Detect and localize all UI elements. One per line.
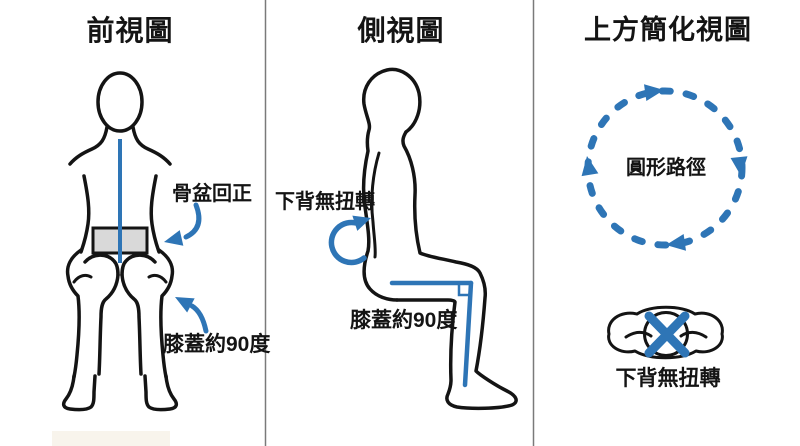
side-front-leg-outline	[395, 130, 518, 411]
front-thigh-right	[120, 253, 157, 277]
side-view-title: 側視圖	[357, 15, 445, 46]
front-shoulder-left	[68, 125, 109, 166]
knee-arrow-icon	[175, 297, 209, 334]
front-knee-label: 膝蓋約90度	[163, 333, 271, 356]
right-angle-90-marker	[389, 280, 474, 388]
path-arrowhead-top	[644, 84, 664, 102]
front-hip-crease-right	[147, 273, 168, 284]
front-head	[96, 71, 144, 133]
side-view-figure	[361, 67, 518, 411]
pelvis-arrow-icon	[164, 202, 202, 246]
path-arrowhead-bottom	[666, 233, 686, 251]
front-thigh-left	[83, 253, 120, 277]
side-knee-label: 膝蓋約90度	[350, 309, 458, 332]
watermark-smudge	[52, 431, 170, 446]
clavicle-line-right	[679, 330, 708, 339]
front-foot-right	[143, 374, 179, 412]
pelvis-label: 骨盆回正	[172, 183, 252, 205]
clavicle-line-left	[624, 330, 653, 339]
right-angle-square	[457, 281, 473, 297]
front-view-title: 前視圖	[86, 15, 174, 46]
no-twist-x-icon	[644, 311, 690, 358]
front-torso-right	[149, 174, 161, 254]
path-arrowhead-right	[730, 156, 748, 176]
circular-path-label: 圓形路徑	[626, 157, 706, 179]
front-torso-left	[79, 174, 91, 254]
front-view-figure	[61, 71, 179, 412]
top-view-title: 上方簡化視圖	[584, 15, 752, 45]
front-hip-leg-right	[157, 248, 175, 379]
side-lower-back-label: 下背無扭轉	[275, 191, 375, 213]
front-inner-leg-right	[120, 273, 143, 376]
side-arm-line	[370, 151, 381, 259]
lower-back-rotation-arrow-icon	[328, 215, 371, 266]
front-inner-leg-left	[97, 273, 120, 376]
path-arrowhead-left	[581, 156, 599, 177]
front-foot-left	[61, 374, 97, 412]
front-hip-crease-left	[72, 273, 93, 284]
shin-level-line	[462, 280, 474, 388]
side-head-back-outline	[361, 67, 422, 302]
front-hip-leg-left	[65, 248, 83, 379]
top-lower-back-label: 下背無扭轉	[615, 367, 721, 390]
dashed-circular-path-icon	[581, 84, 748, 251]
front-shoulder-right	[131, 125, 172, 166]
